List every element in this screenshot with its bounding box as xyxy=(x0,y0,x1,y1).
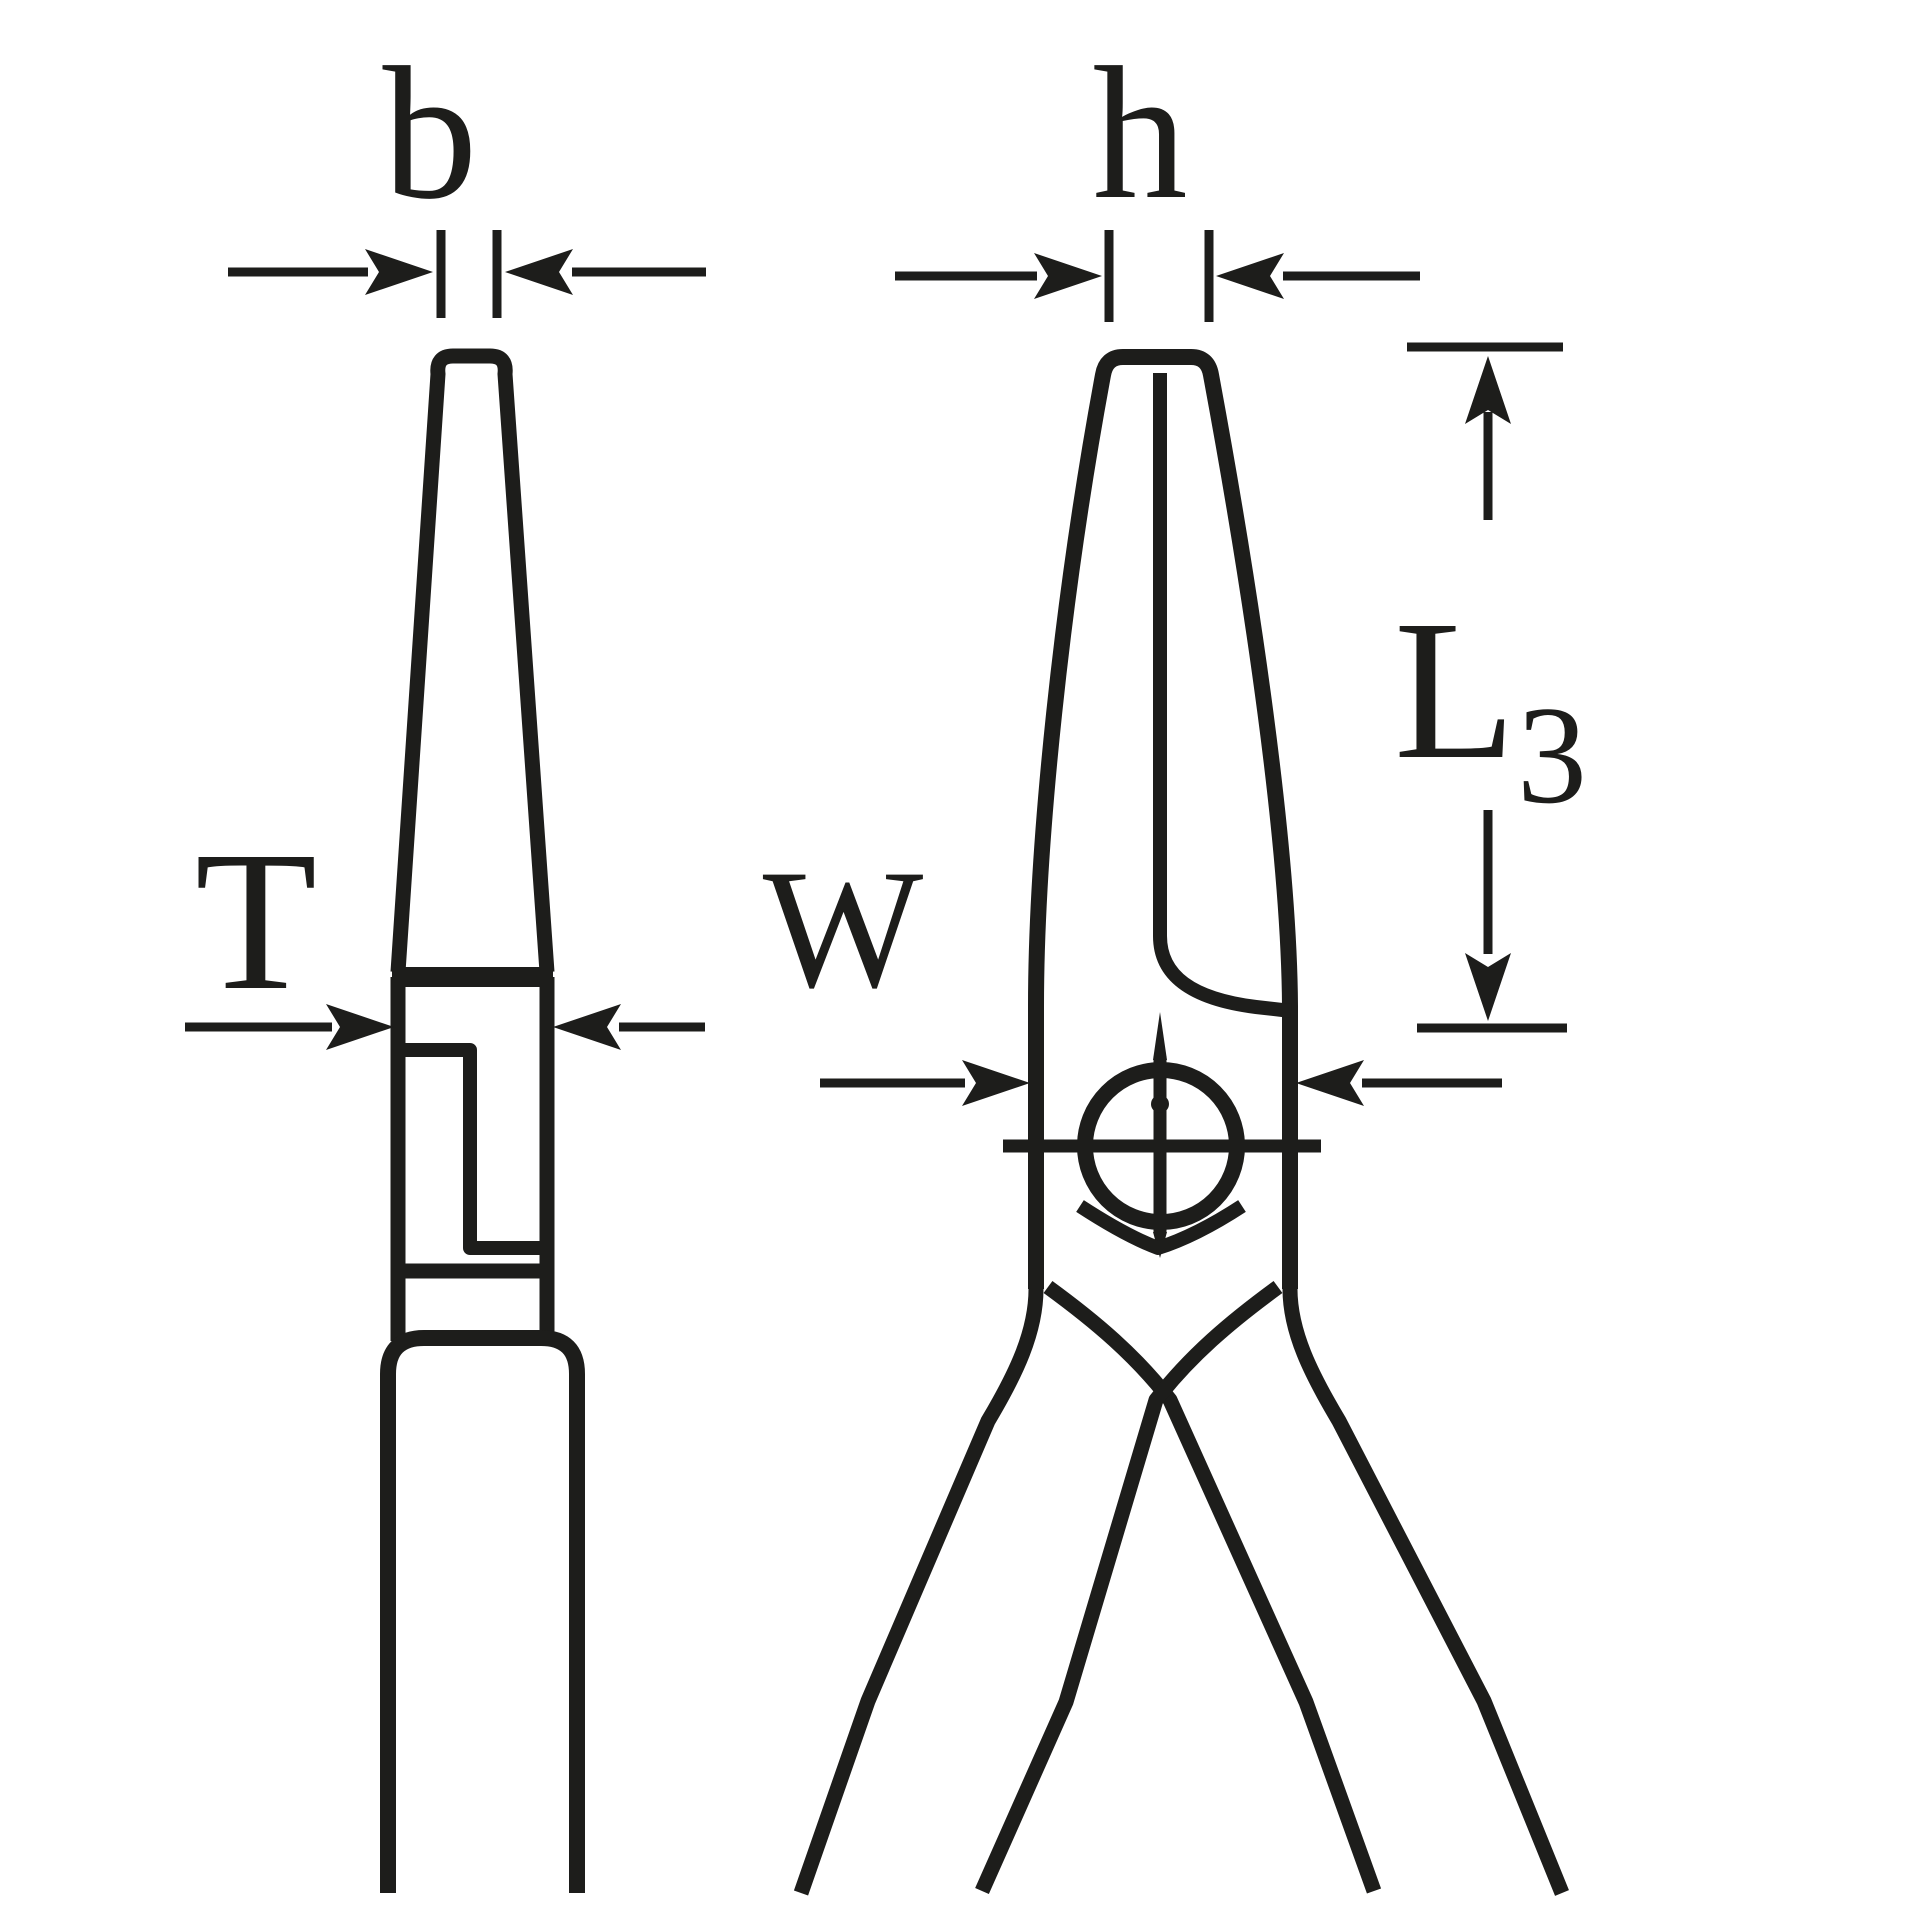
dimension-L3: L 3 xyxy=(1394,342,1587,1033)
dim-L3-arrowhead-down xyxy=(1465,953,1511,1021)
dim-label-W: W xyxy=(763,835,924,1023)
dimension-T: T xyxy=(185,811,705,1050)
pivot-center-dot xyxy=(1151,1095,1169,1113)
dim-h-arrowhead-left xyxy=(1034,253,1102,299)
dim-label-h: h xyxy=(1093,29,1188,239)
front-jaw-outline xyxy=(1028,349,1298,1289)
dim-T-arrowhead-left xyxy=(326,1004,394,1050)
joint-under-circle-vee xyxy=(1076,1200,1246,1255)
pivot-crosshair-top-spike xyxy=(1153,1012,1167,1060)
dim-b-arrowhead-right xyxy=(505,249,573,295)
right-handle-outer-edge xyxy=(1282,1288,1569,1896)
dim-L3-arrowhead-up xyxy=(1465,356,1511,424)
dim-label-T: T xyxy=(195,811,317,1032)
dim-h-arrowhead-right xyxy=(1216,253,1284,299)
crossing-member-right-to-left-handle-inner-edge xyxy=(975,1280,1283,1895)
dim-label-b: b xyxy=(383,29,478,239)
dim-W-arrowhead-right xyxy=(1296,1060,1364,1106)
crossing-member-left-to-right-handle-inner-edge xyxy=(1043,1280,1382,1894)
dim-W-arrowhead-left xyxy=(962,1060,1030,1106)
front-view-figure xyxy=(793,349,1569,1896)
left-handle-outer-edge xyxy=(793,1288,1044,1896)
dim-label-L3-subscript: 3 xyxy=(1517,678,1587,833)
side-view-figure xyxy=(380,348,585,1893)
dim-T-arrowhead-right xyxy=(553,1004,621,1050)
side-joint-lap-step-line xyxy=(401,1043,543,1255)
side-jaw-outline xyxy=(390,348,555,973)
dim-b-arrowhead-left xyxy=(365,249,433,295)
dimension-h: h xyxy=(895,29,1420,322)
front-jaw-seam-curve xyxy=(1153,373,1292,1018)
dim-label-L3-main: L xyxy=(1394,580,1516,801)
dimension-W: W xyxy=(763,835,1502,1106)
side-handle-outline xyxy=(380,1330,585,1893)
dimension-b: b xyxy=(228,29,706,318)
